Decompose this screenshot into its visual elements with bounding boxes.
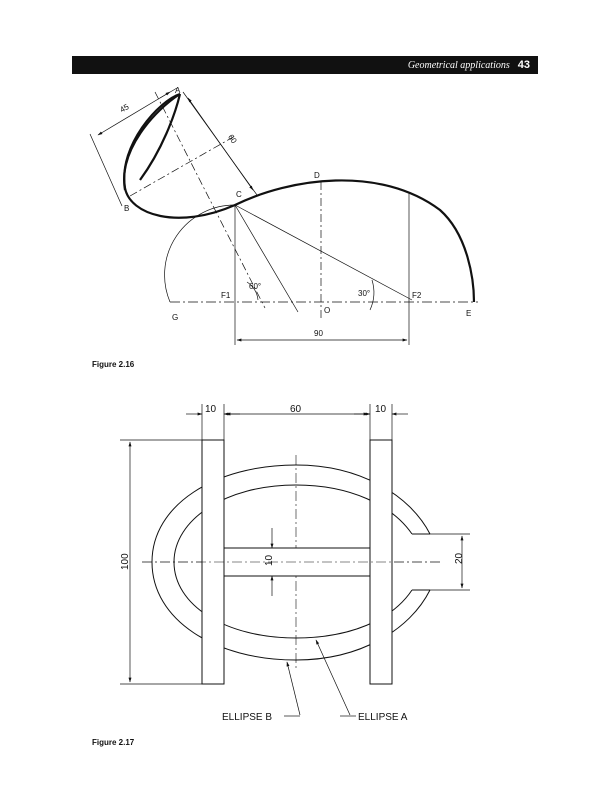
point-c: C — [236, 190, 242, 199]
line-c-60 — [234, 204, 299, 313]
figure-caption-2-16: Figure 2.16 — [92, 360, 135, 369]
dim-60 — [187, 97, 254, 191]
dim-label-60: 60 — [290, 404, 302, 415]
ellipse-curve — [123, 92, 476, 303]
leader-ellipse-a — [315, 639, 351, 716]
point-a: A — [175, 86, 181, 95]
point-f1: F1 — [221, 291, 231, 300]
dim-ext-b — [89, 133, 123, 207]
angle-label-60: 60° — [249, 282, 261, 291]
dim-label-20: 20 — [454, 552, 465, 564]
h-shape — [201, 439, 393, 685]
running-header-title: Geometrical applications — [407, 59, 510, 71]
page-number: 43 — [517, 59, 530, 71]
dim-label-gap: 10 — [264, 554, 275, 566]
dimension-lines-217 — [120, 404, 470, 716]
angle-arc-30 — [369, 279, 375, 311]
dim-label-90: 90 — [314, 329, 323, 338]
label-ellipse-b: ELLIPSE B — [222, 712, 272, 723]
chord-centre — [129, 135, 236, 197]
point-d: D — [314, 171, 320, 180]
angle-label-30: 30° — [358, 289, 370, 298]
dim-label-60: 60 — [226, 133, 239, 146]
point-e: E — [466, 309, 471, 318]
h-crossbar — [223, 547, 371, 577]
angle-arc-60 — [246, 281, 259, 301]
point-f2: F2 — [412, 291, 422, 300]
figure-caption-2-17: Figure 2.17 — [92, 738, 135, 747]
figure-2-17: 10 60 10 100 10 20 ELLIPSE B ELLIPSE A — [120, 404, 470, 723]
construction-lines — [89, 87, 478, 345]
dim-45 — [97, 91, 171, 136]
dim-label-10-left: 10 — [205, 404, 217, 415]
point-o: O — [324, 306, 330, 315]
leader-ellipse-b — [286, 661, 301, 716]
figure-2-16: A B C D E G O F1 F2 45 60 90 60° 30° — [89, 86, 478, 345]
running-header: Geometrical applications 43 — [72, 56, 538, 74]
arc-g — [164, 204, 236, 303]
point-b: B — [124, 204, 129, 213]
dimension-lines — [97, 91, 408, 342]
dim-label-10-right: 10 — [375, 404, 387, 415]
line-c-f2 — [234, 204, 413, 301]
dim-label-45: 45 — [118, 102, 131, 115]
dim-label-100: 100 — [120, 553, 131, 570]
label-ellipse-a: ELLIPSE A — [358, 712, 408, 723]
point-g: G — [172, 313, 178, 322]
